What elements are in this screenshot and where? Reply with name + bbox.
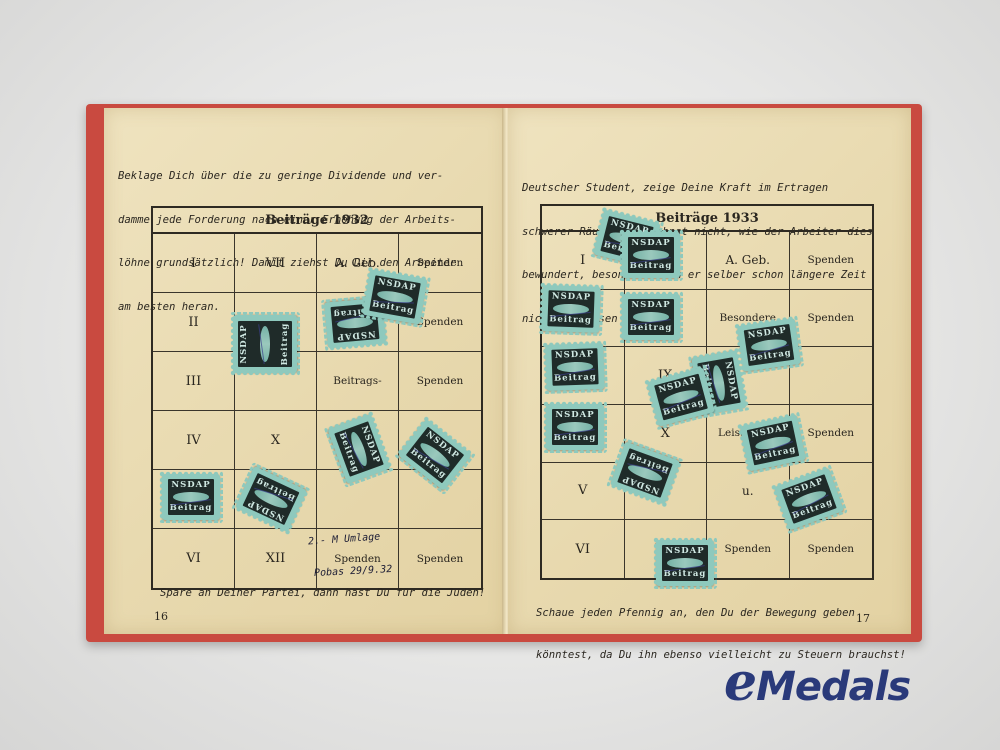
cancel-mark [373,289,415,304]
stamp-inner: NSDAP Beitrag [168,479,214,515]
table-cell: VI [542,520,625,578]
left-paragraph: Beklage Dich über die zu geringe Dividen… [118,140,456,343]
nsdap-dues-stamp: NSDAP Beitrag [653,537,717,589]
stamp-bottom-text: Beitrag [553,433,597,443]
table-cell: VII [235,234,317,293]
table-cell: Spenden [707,520,790,578]
book-spine [502,108,512,634]
stamp-bottom-text: Beitrag [169,503,213,513]
table-cell: Spenden [399,234,481,293]
table-cell: IV [153,411,235,470]
nsdap-dues-stamp: NSDAP Beitrag [543,401,607,453]
logo-text: Medals [756,664,911,710]
right-paragraph-line: Deutscher Student, zeige Deine Kraft im … [522,182,829,194]
page-number: 17 [856,612,870,625]
left-page: Beklage Dich über die zu geringe Dividen… [104,108,507,634]
table-cell [399,470,481,529]
table-cell: X [235,411,317,470]
table-cell [789,347,872,405]
stamp-inner: NSDAP Beitrag [552,409,598,445]
stamp-top-text: NSDAP [631,300,671,310]
nsdap-dues-stamp: NSDAP Beitrag [159,471,223,523]
table-cell: Spenden [416,552,464,565]
stamp-bottom-text: Beitrag [629,261,673,271]
table-cell: Beitrags- [317,352,399,411]
table-title: Beiträge 1932 [153,208,481,234]
stamp-ornament [172,492,210,502]
stamp-ornament [666,558,704,568]
emedals-logo: eMedals [724,657,911,711]
table-cell: Spenden [789,232,872,290]
table-cell: II [153,293,235,352]
stamp-inner: NSDAP Beitrag [628,237,674,273]
left-paragraph-line: Beklage Dich über die zu geringe Dividen… [118,170,444,182]
left-footer: Spare an Deiner Partei, dann hast Du für… [160,587,486,599]
table-cell: Spenden [789,290,872,348]
stamp-inner: NSDAP Beitrag [662,545,708,581]
table-cell: VI [153,529,235,588]
nsdap-dues-stamp: NSDAP Beitrag [619,229,683,281]
table-cell [317,470,399,529]
stamp-bottom-text: Beitrag [663,569,707,579]
table-cell [624,232,707,290]
stamp-ornament [632,312,670,322]
stamp-top-text: NSDAP [555,410,595,420]
table-cell: XII [235,529,317,588]
table-cell: A. Geb. [707,232,790,290]
table-cell [624,462,707,521]
table-title: Beiträge 1933 [542,206,872,232]
stamp-ornament [632,250,670,260]
right-footer-line: Schaue jeden Pfennig an, den Du der Bewe… [536,607,855,619]
left-paragraph-line: damme jede Forderung nach einer Erhöhung… [118,213,457,226]
stamp-bottom-text: Beitrag [629,323,673,333]
table-cell [789,463,872,521]
table-cell: Spenden [399,293,481,352]
right-footer-line: könntest, da Du ihn ebenso vielleicht zu… [536,649,906,661]
table-cell: Spenden [317,529,399,588]
stamp-top-text: NSDAP [631,238,671,248]
table-cell [542,405,625,463]
table-cell: Spenden [807,543,855,556]
table-cell [235,352,317,411]
stamp-bottom-text: Beitrag [280,322,290,366]
table-cell: Spenden [789,405,872,463]
page-number: 16 [154,610,168,623]
nsdap-dues-stamp: NSDAP Beitrag [619,291,683,343]
table-cell [624,289,707,348]
table-cell: III [153,352,235,411]
stamp-top-text: NSDAP [171,480,211,490]
stamp-inner: NSDAP Beitrag [628,299,674,335]
table-cell: I [153,234,235,293]
stamp-top-text: NSDAP [665,546,705,556]
right-footer: Schaue jeden Pfennig an, den Du der Bewe… [536,578,906,690]
contributions-table-1932: Beiträge 1932 I VII A. Geb. Spenden II S… [151,206,483,590]
table-cell: Spenden [399,352,481,411]
left-paragraph-line: am besten heran. [118,300,221,313]
stamp-ornament [556,422,594,432]
logo-e: e [724,652,757,713]
stamp-bottom-text: Beitrag [549,314,593,326]
